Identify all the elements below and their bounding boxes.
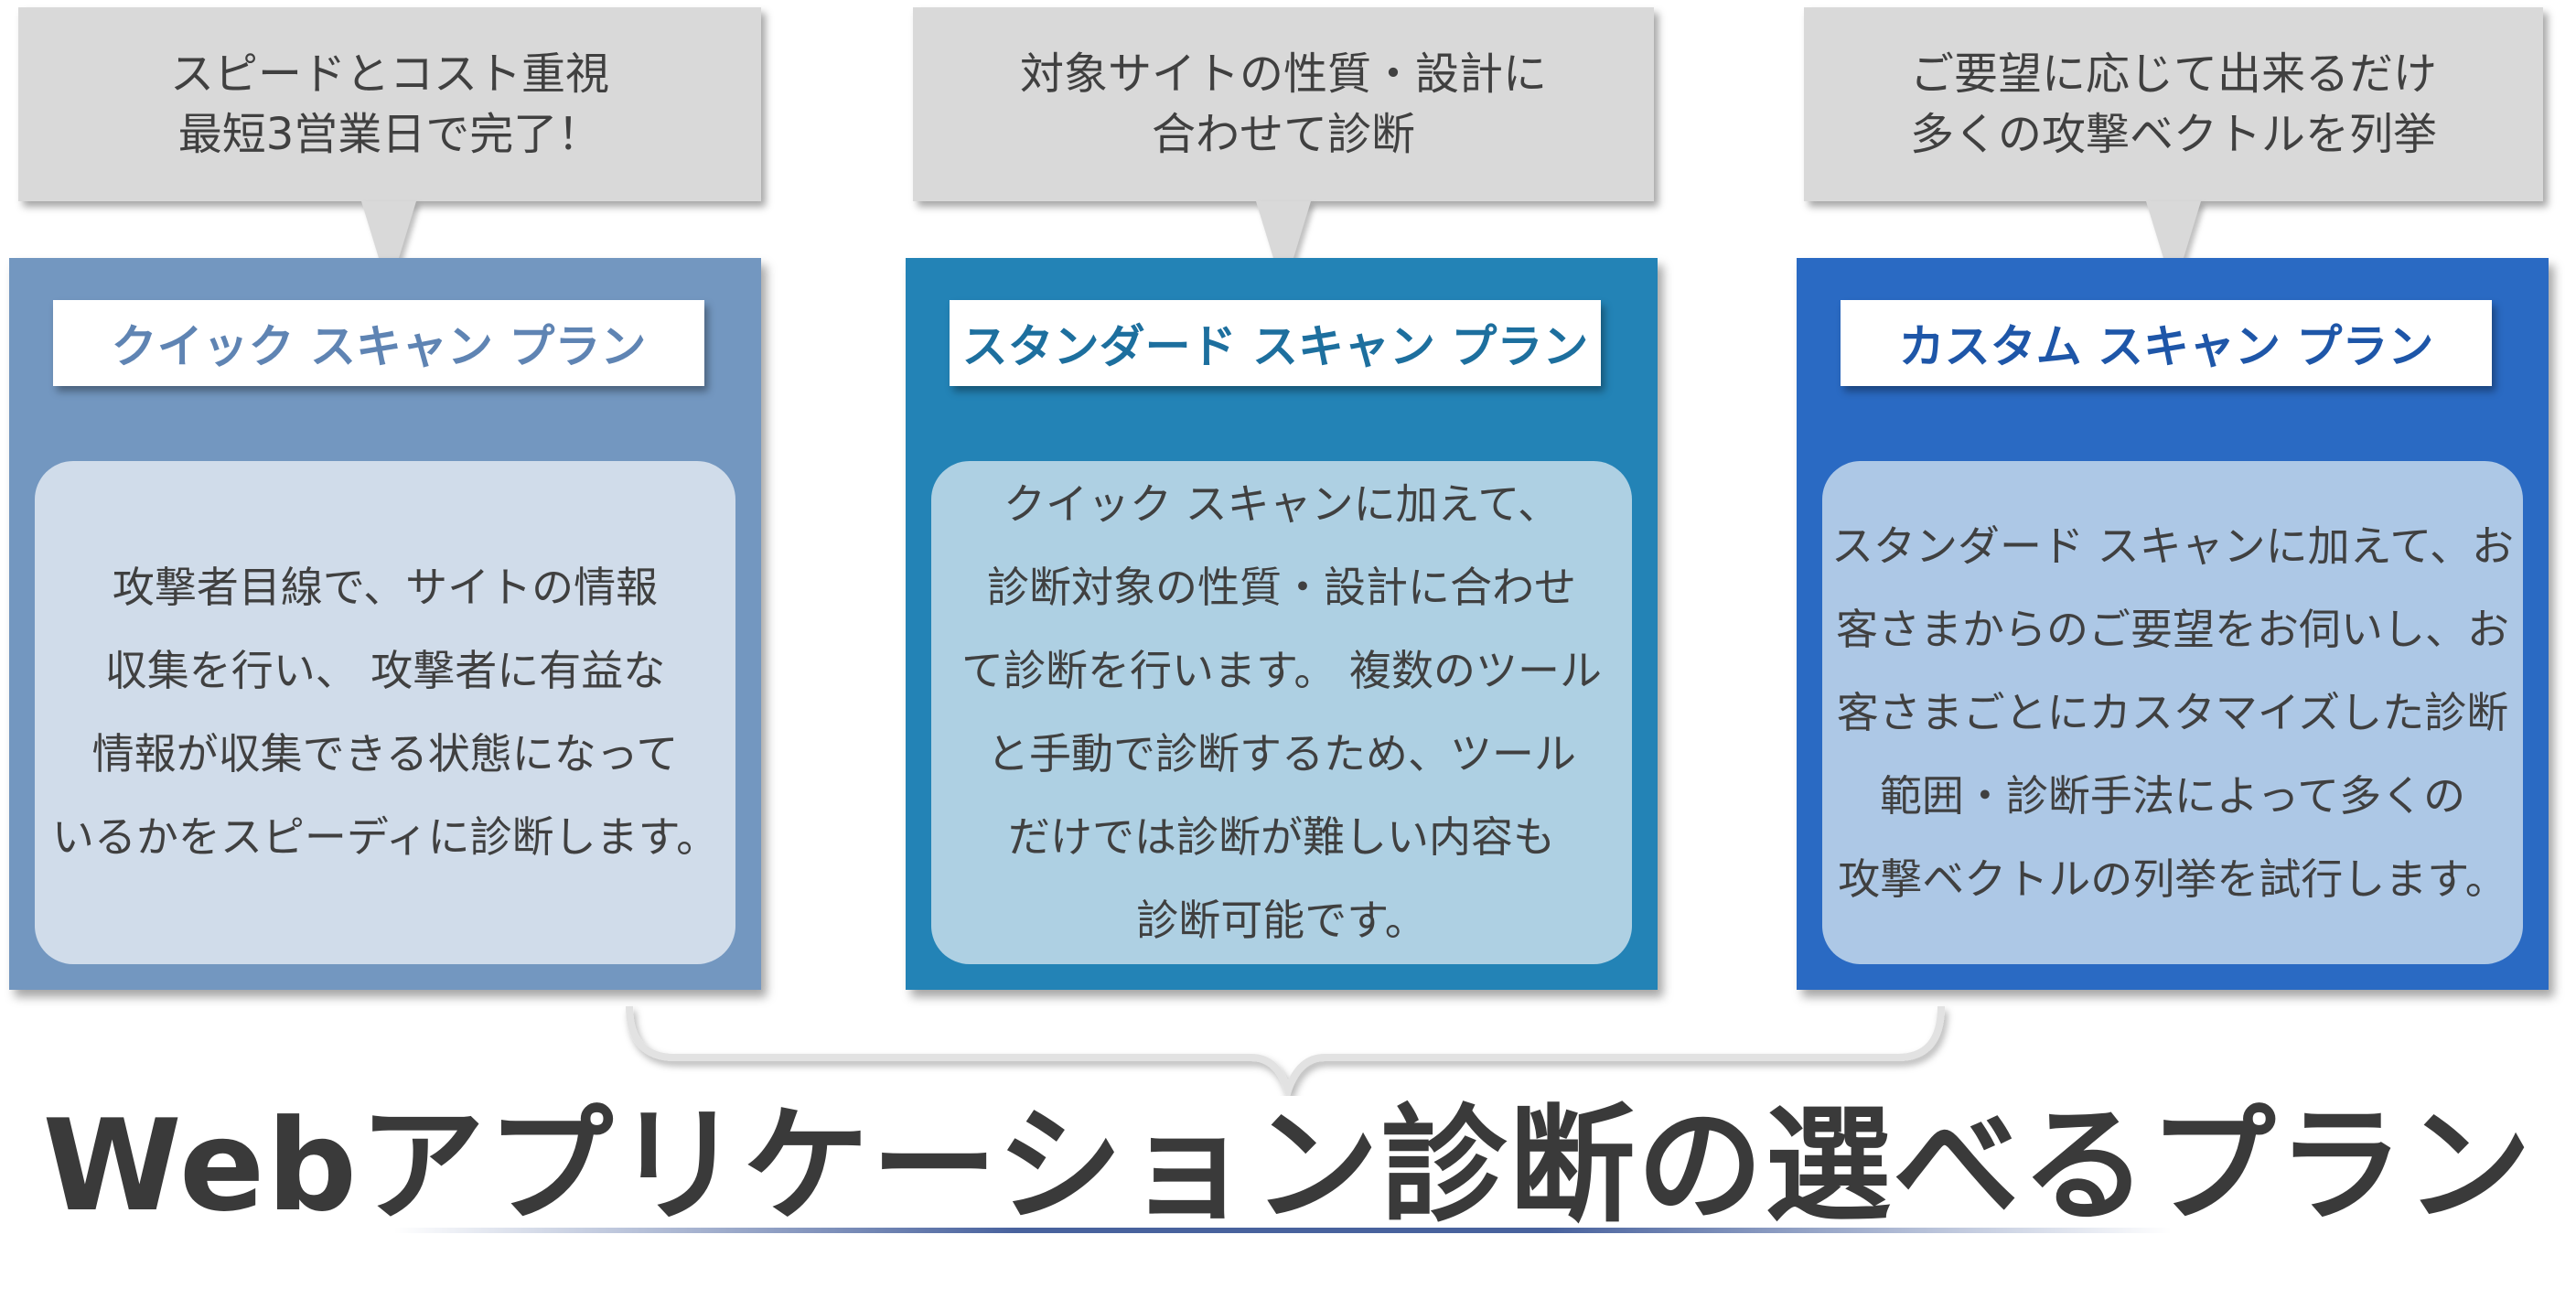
callout-text-line: 最短3営業日で完了！ [177, 109, 602, 160]
callout-text-line: 対象サイトの性質・設計に [1019, 48, 1547, 100]
callout-text-line: スピードとコスト重視 [169, 48, 609, 100]
plan-description: 攻撃者目線で、サイトの情報 収集を行い、 攻撃者に有益な 情報が収集できる状態に… [35, 461, 735, 964]
standard-scan-plan-panel: スタンダード スキャン プラン クイック スキャンに加えて、 診断対象の性質・設… [906, 258, 1658, 990]
description-line: 収集を行い、 攻撃者に有益な [104, 646, 666, 695]
plan-description: スタンダード スキャンに加えて、お 客さまからのご要望をお伺いし、お 客さまごと… [1822, 461, 2523, 964]
description-line: 情報が収集できる状態になって [91, 729, 679, 778]
plan-title: スタンダード スキャン プラン [950, 300, 1601, 386]
description-line: だけでは診断が難しい内容も [1008, 812, 1555, 862]
plan-title: クイック スキャン プラン [53, 300, 704, 386]
brace-connector [626, 1005, 1945, 1096]
description-line: て診断を行います。 複数のツール [961, 646, 1603, 695]
description-line: 範囲・診断手法によって多くの [1879, 770, 2466, 821]
plan-title: カスタム スキャン プラン [1841, 300, 2492, 386]
description-line: いるかをスピーディに診断します。 [51, 812, 719, 862]
description-line: 診断対象の性質・設計に合わせ [987, 563, 1576, 612]
main-title: Webアプリケーション診断の選べるプラン [42, 1092, 2534, 1240]
description-line: 攻撃者目線で、サイトの情報 [112, 563, 659, 612]
description-line: 診断可能です。 [1136, 896, 1427, 945]
title-underline [393, 1228, 2172, 1233]
quick-scan-plan-panel: クイック スキャン プラン 攻撃者目線で、サイトの情報 収集を行い、 攻撃者に有… [9, 258, 761, 990]
custom-scan-plan-panel: カスタム スキャン プラン スタンダード スキャンに加えて、お 客さまからのご要… [1797, 258, 2549, 990]
description-line: クイック スキャンに加えて、 [1003, 479, 1561, 529]
description-line: 客さまからのご要望をお伺いし、お [1836, 604, 2509, 654]
plan-description: クイック スキャンに加えて、 診断対象の性質・設計に合わせ て診断を行います。 … [931, 461, 1632, 964]
callout-quick-plan: スピードとコスト重視 最短3営業日で完了！ [18, 7, 761, 291]
description-line: スタンダード スキャンに加えて、お [1830, 521, 2515, 571]
callout-custom-plan: ご要望に応じて出来るだけ 多くの攻撃ベクトルを列挙 [1804, 7, 2543, 291]
callout-standard-plan: 対象サイトの性質・設計に 合わせて診断 [913, 7, 1654, 291]
description-line: と手動で診断するため、ツール [987, 729, 1576, 778]
description-line: 攻撃ベクトルの列挙を試行します。 [1838, 853, 2507, 904]
description-line: 客さまごとにカスタマイズした診断 [1836, 687, 2509, 737]
callout-text-line: ご要望に応じて出来るだけ [1909, 48, 2437, 100]
callout-text-line: 多くの攻撃ベクトルを列挙 [1909, 109, 2437, 160]
callout-text-line: 合わせて診断 [1151, 109, 1415, 160]
